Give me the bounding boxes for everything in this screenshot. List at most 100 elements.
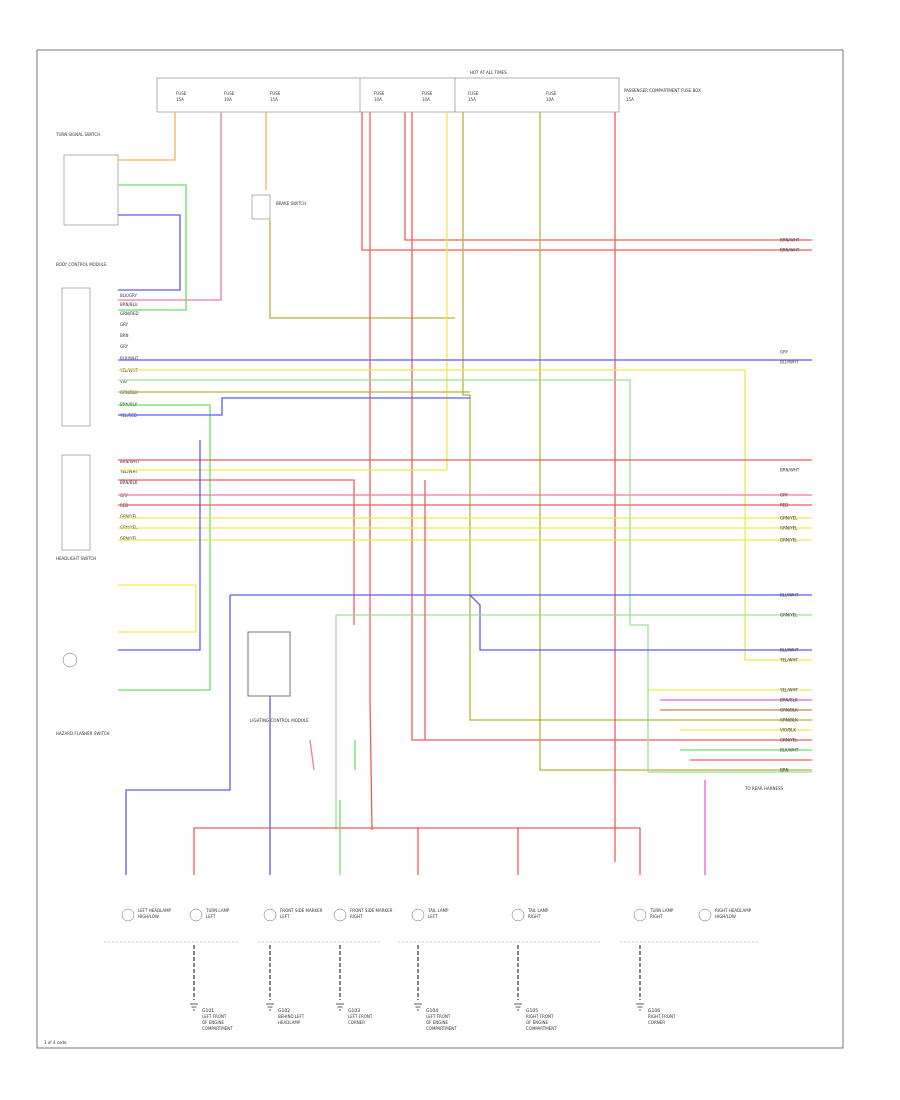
svg-text:GRY: GRY bbox=[120, 322, 129, 327]
right-edge-label: BRN bbox=[780, 768, 789, 773]
ground-symbol-icon bbox=[414, 1003, 422, 1011]
svg-text:FUSE: FUSE bbox=[422, 91, 433, 96]
right-edge-label: GRN/BLK bbox=[780, 718, 798, 723]
wire-path bbox=[118, 440, 201, 651]
right-labels: BRN/WHTBRN/WHTGRYBLU/WHTBRN/WHTGRYREDGRN… bbox=[779, 238, 800, 773]
right-edge-label: GRY bbox=[780, 493, 789, 498]
ground-name: G103 bbox=[348, 1008, 360, 1014]
svg-text:10A: 10A bbox=[374, 97, 382, 102]
svg-text:15A: 15A bbox=[626, 97, 634, 102]
wire-path bbox=[193, 827, 641, 875]
wire-path bbox=[539, 112, 812, 771]
lamp-name: TURN LAMP bbox=[205, 908, 230, 913]
turn-signal-switch: TURN SIGNAL SWITCH bbox=[55, 132, 119, 226]
svg-text:YEL/WHT: YEL/WHT bbox=[119, 469, 139, 474]
svg-text:BRN/BLU: BRN/BLU bbox=[120, 302, 138, 307]
ground-desc: COMPARTMENT bbox=[526, 1026, 557, 1031]
ground-name: G106 bbox=[648, 1008, 660, 1014]
fuse-box-label: HOT AT ALL TIMES bbox=[470, 70, 507, 75]
ground-desc: OF ENGINE bbox=[426, 1020, 449, 1025]
right-edge-label: BLU/WHT bbox=[780, 593, 799, 598]
lamp-bulb-icon bbox=[633, 908, 647, 922]
ground-symbol-icon bbox=[266, 1003, 274, 1011]
wire-path bbox=[125, 595, 231, 875]
svg-text:GRY: GRY bbox=[120, 344, 129, 349]
wire-path bbox=[118, 404, 211, 691]
lamp-name: TAIL LAMP bbox=[427, 908, 449, 913]
brake-switch-label: BRAKE SWITCH bbox=[276, 201, 306, 206]
ground-symbol-icon bbox=[514, 1003, 522, 1011]
svg-text:10A: 10A bbox=[422, 97, 430, 102]
wire-path bbox=[118, 112, 176, 161]
lamp-sub: HIGH/LOW bbox=[715, 914, 736, 919]
wire-path bbox=[269, 220, 455, 319]
wire-path bbox=[404, 112, 812, 241]
right-edge-label: BRN/WHT bbox=[780, 238, 800, 243]
right-edge-label: BRN/WHT bbox=[780, 468, 800, 473]
ground-desc: BEHIND LEFT bbox=[278, 1014, 305, 1019]
right-edge-label: GRN/YEL bbox=[780, 516, 798, 521]
right-edge-label: BRN/BLK bbox=[780, 698, 798, 703]
svg-text:FUSE: FUSE bbox=[468, 91, 479, 96]
wire-path bbox=[462, 112, 812, 721]
body-module-label: BODY CONTROL MODULE bbox=[56, 262, 107, 267]
wire-path bbox=[118, 584, 197, 633]
right-edge-label: BRN/WHT bbox=[780, 248, 800, 253]
right-edge-label: VIO/BLK bbox=[780, 728, 796, 733]
brake-switch: BRAKE SWITCH bbox=[251, 194, 306, 220]
svg-text:FUSE: FUSE bbox=[176, 91, 187, 96]
body-control-module: BODY CONTROL MODULE BLK/GRY BRN/BLU GRN/… bbox=[56, 262, 140, 551]
turn-signal-switch-label: TURN SIGNAL SWITCH bbox=[55, 132, 100, 137]
ground-desc: HEADLAMP bbox=[278, 1020, 301, 1025]
right-edge-label: YEL/WHT bbox=[779, 688, 799, 693]
right-edge-label: GRN/YEL bbox=[780, 538, 798, 543]
wire-path bbox=[118, 397, 470, 416]
right-edge-label: GRN/YEL bbox=[780, 738, 798, 743]
wire-path bbox=[118, 184, 187, 311]
lamp-name: TURN LAMP bbox=[649, 908, 674, 913]
right-edge-label: BLK/WHT bbox=[780, 748, 799, 753]
lamp-bulb-icon bbox=[263, 908, 277, 922]
fuse-8: 15A bbox=[626, 97, 634, 102]
headlight-switch: HEADLIGHT SWITCH HAZARD FLASHER SWITCH bbox=[56, 556, 110, 736]
right-edge-label: GRY bbox=[780, 350, 789, 355]
ground-name: G105 bbox=[526, 1008, 538, 1014]
svg-text:10A: 10A bbox=[546, 97, 554, 102]
lamp-sub: LEFT bbox=[280, 914, 290, 919]
svg-text:FUSE: FUSE bbox=[224, 91, 235, 96]
lamp-name: FRONT SIDE MARKER bbox=[280, 908, 323, 913]
lamp-bulb-icon bbox=[121, 908, 135, 922]
lamp-name: FRONT SIDE MARKER bbox=[350, 908, 393, 913]
svg-text:FUSE: FUSE bbox=[546, 91, 557, 96]
svg-text:BRN/WHT: BRN/WHT bbox=[120, 459, 140, 464]
ground-desc: OF ENGINE bbox=[526, 1020, 549, 1025]
svg-text:VIO: VIO bbox=[120, 379, 127, 384]
svg-text:GRN/YEL: GRN/YEL bbox=[120, 536, 138, 541]
svg-text:GRN/RED: GRN/RED bbox=[120, 311, 139, 316]
module-pin-labels-2: BRN/WHT YEL/WHT BRN/BLK GRY RED GRN/YEL … bbox=[119, 459, 140, 541]
ground-desc: RIGHT FRONT bbox=[526, 1014, 554, 1019]
wire-path bbox=[361, 112, 812, 251]
svg-text:BLK/GRY: BLK/GRY bbox=[120, 293, 138, 298]
lamp-bulb-icon bbox=[189, 908, 203, 922]
footer-code: 1 of 4 code bbox=[44, 1040, 67, 1045]
wires bbox=[118, 112, 812, 875]
lamp-name: RIGHT HEADLAMP bbox=[715, 908, 752, 913]
module-pin-labels: BLK/GRY BRN/BLU GRN/RED GRY BRN GRY BLK/… bbox=[119, 293, 139, 418]
svg-text:BRN: BRN bbox=[120, 333, 129, 338]
wire-path bbox=[411, 112, 812, 741]
light-module-label: LIGHTING CONTROL MODULE bbox=[250, 718, 309, 723]
